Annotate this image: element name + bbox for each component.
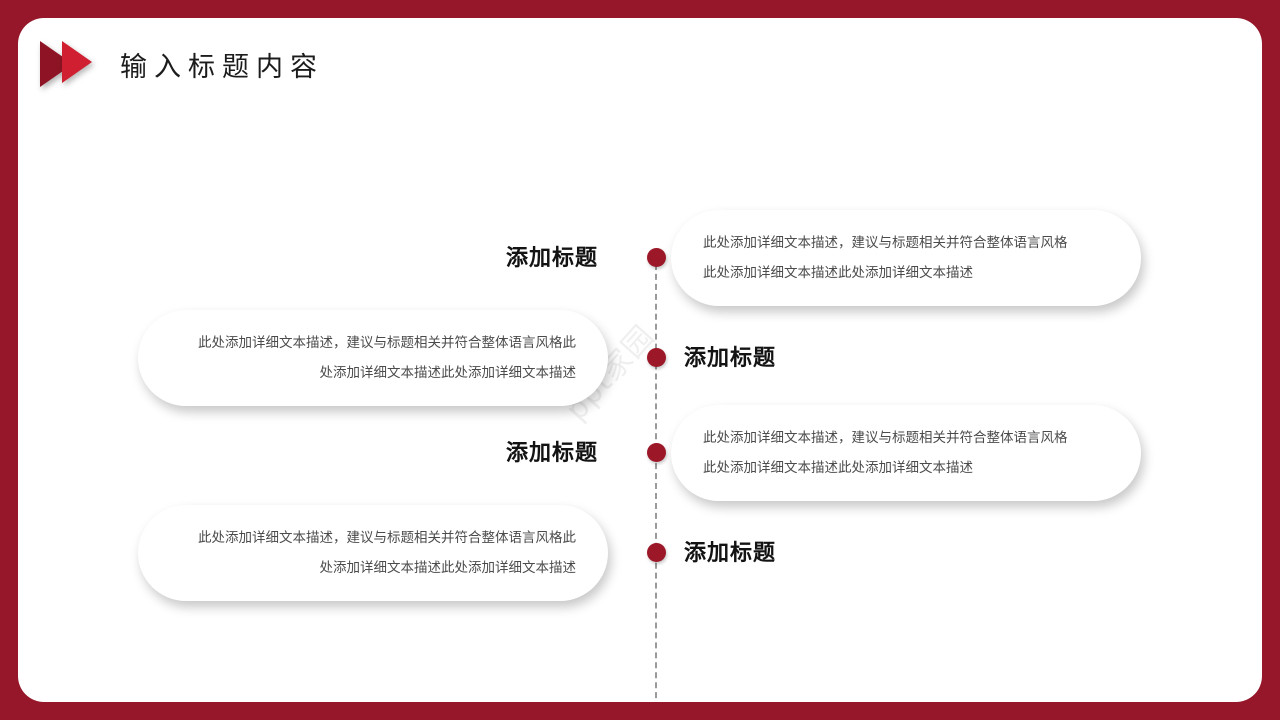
slide-content-card: 输入标题内容 ppt家园 添加标题 此处添加详细文本描述，建议与标题相关并符合整… <box>18 18 1262 702</box>
row-3-label: 添加标题 <box>505 440 598 465</box>
timeline-row-3: 添加标题 此处添加详细文本描述，建议与标题相关并符合整体语言风格 此处添加详细文… <box>18 398 1262 508</box>
row-1-bubble[interactable]: 此处添加详细文本描述，建议与标题相关并符合整体语言风格 此处添加详细文本描述此处… <box>671 210 1141 306</box>
timeline-dot-2[interactable] <box>647 348 666 367</box>
row-4-bubble[interactable]: 此处添加详细文本描述，建议与标题相关并符合整体语言风格此 处添加详细文本描述此处… <box>138 505 608 601</box>
row-2-label: 添加标题 <box>684 345 777 370</box>
timeline-dot-3[interactable] <box>647 443 666 462</box>
slide-header: 输入标题内容 <box>40 34 324 94</box>
timeline-row-2: 添加标题 此处添加详细文本描述，建议与标题相关并符合整体语言风格此 处添加详细文… <box>18 303 1262 413</box>
row-2-bubble[interactable]: 此处添加详细文本描述，建议与标题相关并符合整体语言风格此 处添加详细文本描述此处… <box>138 310 608 406</box>
row-1-text-line-2: 此处添加详细文本描述此处添加详细文本描述 <box>703 265 973 280</box>
page-title: 输入标题内容 <box>120 51 324 82</box>
row-3-text-line-1: 此处添加详细文本描述，建议与标题相关并符合整体语言风格 <box>703 430 1068 445</box>
row-2-text-line-1: 此处添加详细文本描述，建议与标题相关并符合整体语言风格此 <box>198 335 576 350</box>
row-2-text-line-2: 处添加详细文本描述此处添加详细文本描述 <box>319 365 577 380</box>
row-4-label: 添加标题 <box>684 540 777 565</box>
play-triangle-front-icon <box>62 41 92 83</box>
row-4-text-line-1: 此处添加详细文本描述，建议与标题相关并符合整体语言风格此 <box>198 530 576 545</box>
row-4-text-line-2: 处添加详细文本描述此处添加详细文本描述 <box>319 560 577 575</box>
timeline-row-4: 添加标题 此处添加详细文本描述，建议与标题相关并符合整体语言风格此 处添加详细文… <box>18 498 1262 608</box>
row-1-label: 添加标题 <box>505 245 598 270</box>
play-triangles-icon <box>40 39 102 89</box>
row-3-bubble[interactable]: 此处添加详细文本描述，建议与标题相关并符合整体语言风格 此处添加详细文本描述此处… <box>671 405 1141 501</box>
timeline-row-1: 添加标题 此处添加详细文本描述，建议与标题相关并符合整体语言风格 此处添加详细文… <box>18 203 1262 313</box>
timeline-dot-4[interactable] <box>647 543 666 562</box>
timeline-dot-1[interactable] <box>647 248 666 267</box>
timeline-dashed-line <box>655 254 657 702</box>
row-3-text-line-2: 此处添加详细文本描述此处添加详细文本描述 <box>703 460 973 475</box>
row-1-text-line-1: 此处添加详细文本描述，建议与标题相关并符合整体语言风格 <box>703 235 1068 250</box>
